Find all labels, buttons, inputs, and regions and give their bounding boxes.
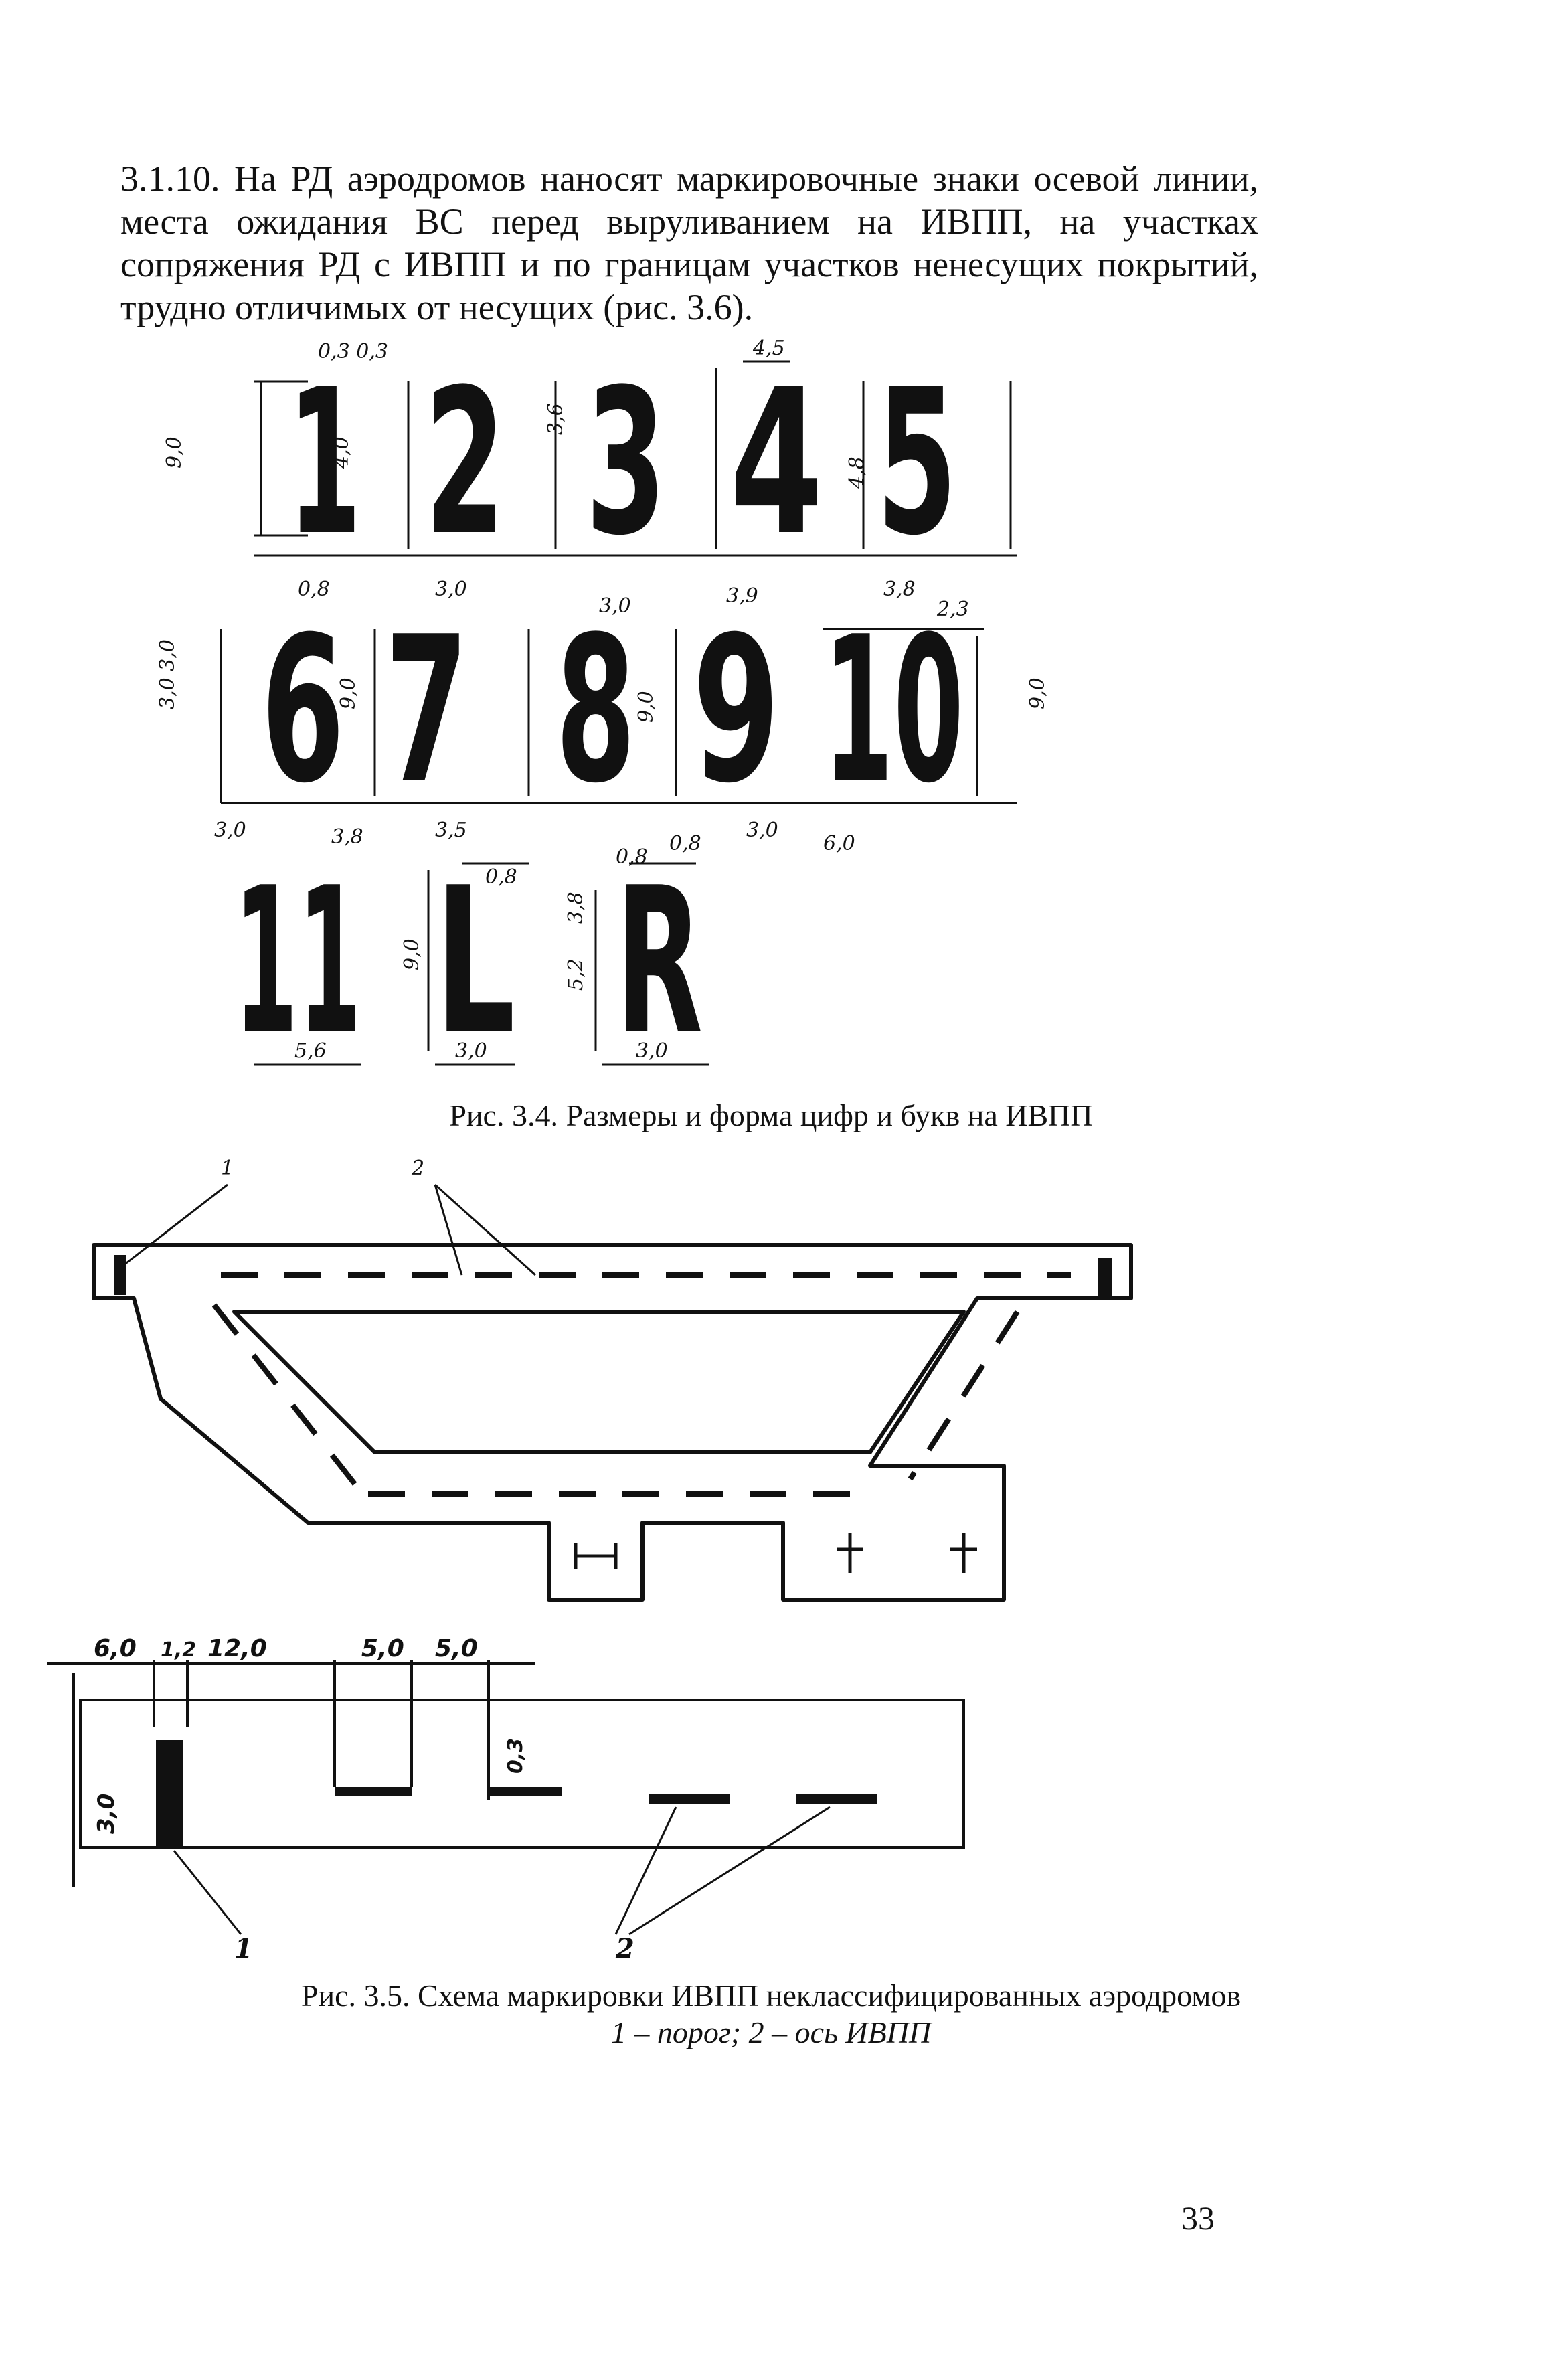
dim-row2-bottom-3: 3,5 (435, 819, 467, 842)
row2-dimension-lines (220, 628, 1017, 804)
label-1-top: 1 (221, 1157, 234, 1180)
dim-row3-bottom-2: 3,0 (455, 1039, 487, 1063)
dim-6-0: 6,0 (94, 1635, 137, 1663)
dim-row1-side-1: 9,0 (163, 436, 186, 469)
threshold-mark-1 (114, 1255, 126, 1295)
caption-figure-3-4: Рис. 3.4. Размеры и форма цифр и букв на… (449, 1098, 1093, 1132)
dim-row2-side-4: 9,0 (1026, 677, 1049, 709)
label-1: 1 (234, 1933, 253, 1964)
dim-row2-bottom-2: 3,8 (331, 825, 363, 849)
inner-loop-outline (232, 1310, 966, 1454)
row2-glyphs: 6 7 8 9 10 (261, 594, 964, 827)
dim-row1-bottom-3: 3,0 (599, 594, 631, 618)
dim-row2-bottom-1: 3,0 (214, 819, 246, 842)
runway-strip-outline (79, 1699, 965, 1849)
centerline-dash-3 (649, 1794, 730, 1804)
label-2-top: 2 (411, 1157, 424, 1180)
body-paragraph: 3.1.10. На РД аэродромов наносят маркиро… (120, 159, 1258, 327)
glyph-8: 8 (555, 594, 636, 827)
dim-1-2: 1,2 (161, 1638, 196, 1662)
centerline-dash-4 (796, 1794, 877, 1804)
dim-row1-bottom-4: 3,9 (726, 584, 758, 608)
row3-dimension-lines (254, 862, 709, 1066)
dim-5-0-a: 5,0 (361, 1635, 404, 1663)
glyph-4: 4 (730, 346, 823, 580)
glyph-2: 2 (425, 346, 505, 580)
dim-row3-top-1: 0,8 (485, 865, 517, 889)
dim-row3-side-2: 3,8 (564, 891, 588, 924)
dim-row1-top-1: 0,3 0,3 (318, 340, 388, 363)
glyph-1: 1 (288, 346, 361, 580)
dim-row3-bottom-1: 5,6 (294, 1039, 327, 1063)
dim-row2-bottom-5: 6,0 (823, 832, 855, 855)
centerline-dash-2 (489, 1787, 562, 1796)
row1-glyphs: 1 2 3 4 5 (288, 346, 957, 580)
dim-row1-bottom-1: 0,8 (298, 578, 330, 601)
dim-row1-side-3: 3,6 (544, 403, 568, 435)
centerline-dashes (211, 1272, 1071, 1497)
dim-row1-side-2: 4,0 (330, 436, 353, 469)
dim-row2-side-3: 9,0 (634, 691, 658, 723)
threshold-mark-2 (1098, 1258, 1112, 1298)
dim-5-0-b: 5,0 (435, 1635, 478, 1663)
dim-row1-top-4: 2,3 (936, 598, 969, 621)
figure-3-4-digits-letters: 1 2 3 4 5 0,3 0,3 4,5 3,8 2,3 9,0 4,0 3,… (156, 337, 1049, 1078)
glyph-L: L (435, 845, 515, 1078)
dim-row2-side-1: 3,0 3,0 (156, 639, 179, 709)
row1-dimension-lines (254, 360, 1017, 557)
row3-glyphs: 11 L R (234, 845, 703, 1078)
glyph-9: 9 (693, 594, 780, 827)
threshold-bar (156, 1740, 183, 1847)
caption-figure-3-5-line1: Рис. 3.5. Схема маркировки ИВПП некласси… (301, 1978, 1241, 2013)
dim-row3-side-3: 5,2 (564, 958, 588, 991)
dim-row1-top-3: 3,8 (883, 578, 916, 601)
glyph-R: R (616, 845, 703, 1078)
figure-3-5-runway-marking: 6,0 1,2 12,0 5,0 5,0 0,3 3,0 1 2 (47, 1635, 965, 1964)
holding-position-marks (574, 1533, 977, 1573)
dim-12-0: 12,0 (207, 1635, 267, 1663)
runway-outline (92, 1243, 1133, 1602)
dim-0-3: 0,3 (504, 1738, 527, 1774)
dim-row2-bottom-4: 3,0 (746, 819, 778, 842)
caption-figure-3-5-line2: 1 – порог; 2 – ось ИВПП (610, 2015, 932, 2049)
callout-lines (173, 1806, 831, 1936)
dim-row1-top-2: 4,5 (752, 337, 785, 360)
glyph-10: 10 (823, 594, 964, 827)
dim-row1-side-4: 4,8 (845, 456, 869, 489)
glyph-7: 7 (385, 594, 468, 827)
glyph-5: 5 (877, 346, 957, 580)
dim-row3-bottom-3: 3,0 (636, 1039, 668, 1063)
glyph-11: 11 (234, 845, 361, 1078)
leader-lines (123, 1183, 537, 1276)
glyph-6: 6 (261, 594, 345, 827)
dim-row3-top-3: 0,8 (669, 832, 701, 855)
centerline-dash-1 (335, 1787, 412, 1796)
dim-row1-bottom-2: 3,0 (435, 578, 467, 601)
figure-taxiway-scheme: 1 2 (92, 1157, 1133, 1602)
dim-3-0: 3,0 (93, 1794, 120, 1834)
dim-row3-top-2: 0,8 (616, 845, 648, 869)
label-2: 2 (615, 1933, 634, 1964)
dim-row3-side-1: 9,0 (400, 938, 424, 970)
page-number: 33 (1181, 2199, 1215, 2237)
glyph-3: 3 (586, 346, 666, 580)
dim-row2-side-2: 9,0 (337, 677, 360, 709)
